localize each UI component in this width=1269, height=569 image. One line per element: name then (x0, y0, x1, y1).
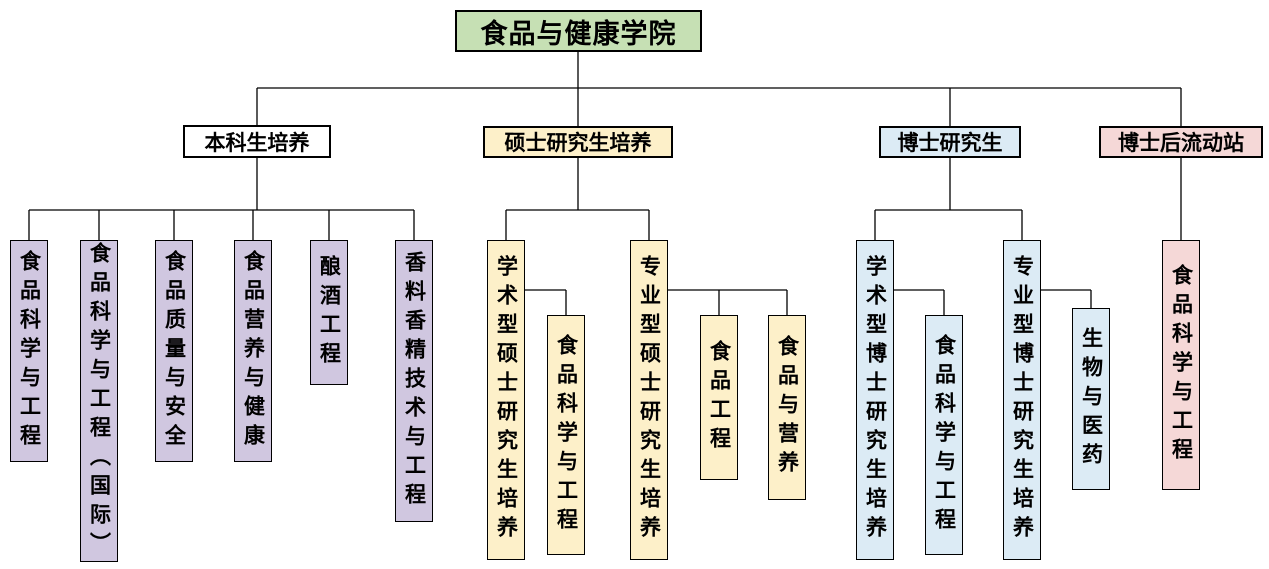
node-professional-doctoral: 专业型博士研究生培养 (1003, 240, 1041, 560)
node-label: 专业型硕士研究生培养 (637, 255, 662, 545)
root-node-college: 食品与健康学院 (455, 10, 702, 52)
node-label: 生物与医药 (1079, 326, 1104, 472)
node-label: 学术型博士研究生培养 (863, 255, 888, 545)
node-food-and-nutrition: 食品与营养 (768, 315, 806, 500)
root-node-label: 食品与健康学院 (480, 18, 677, 50)
node-academic-masters: 学术型硕士研究生培养 (487, 240, 525, 560)
node-postdoc-food-science-engineering: 食品科学与工程 (1162, 240, 1200, 490)
node-academic-doctoral: 学术型博士研究生培养 (856, 240, 894, 560)
node-professional-masters: 专业型硕士研究生培养 (630, 240, 668, 560)
branch-label: 硕士研究生培养 (504, 131, 652, 155)
node-doctoral-food-science-engineering: 食品科学与工程 (925, 315, 963, 555)
node-label: 食品科学与工程 (1169, 263, 1194, 467)
node-brewing-engineering: 酿酒工程 (310, 240, 348, 385)
branch-undergraduate: 本科生培养 (183, 125, 331, 158)
node-label: 专业型博士研究生培养 (1010, 255, 1035, 545)
node-food-science-engineering-intl: 食品科学与工程（国际） (80, 240, 118, 562)
node-label: 食品科学与工程 (932, 333, 957, 537)
node-label: 食品科学与工程 (554, 333, 579, 537)
branch-doctoral: 博士研究生 (879, 126, 1021, 158)
branch-label: 博士研究生 (897, 131, 1003, 155)
node-label: 香料香精技术与工程 (402, 250, 427, 512)
node-flavor-fragrance-engineering: 香料香精技术与工程 (395, 240, 433, 522)
node-label: 食品科学与工程（国际） (87, 241, 112, 561)
branch-masters: 硕士研究生培养 (483, 126, 673, 158)
node-food-engineering: 食品工程 (700, 315, 738, 480)
node-label: 食品营养与健康 (241, 249, 266, 453)
branch-postdoc: 博士后流动站 (1099, 126, 1263, 158)
node-biology-medicine: 生物与医药 (1072, 308, 1110, 490)
node-label: 食品与营养 (775, 335, 800, 480)
node-label: 酿酒工程 (317, 254, 342, 371)
node-food-quality-safety: 食品质量与安全 (155, 240, 193, 462)
branch-label: 本科生培养 (204, 130, 310, 155)
node-label: 食品工程 (707, 339, 732, 456)
node-label: 学术型硕士研究生培养 (494, 255, 519, 545)
node-food-science-engineering: 食品科学与工程 (10, 240, 48, 462)
node-masters-food-science-engineering: 食品科学与工程 (547, 315, 585, 555)
node-label: 食品科学与工程 (17, 249, 42, 453)
branch-label: 博士后流动站 (1118, 131, 1244, 155)
node-label: 食品质量与安全 (162, 249, 187, 453)
node-food-nutrition-health: 食品营养与健康 (234, 240, 272, 462)
